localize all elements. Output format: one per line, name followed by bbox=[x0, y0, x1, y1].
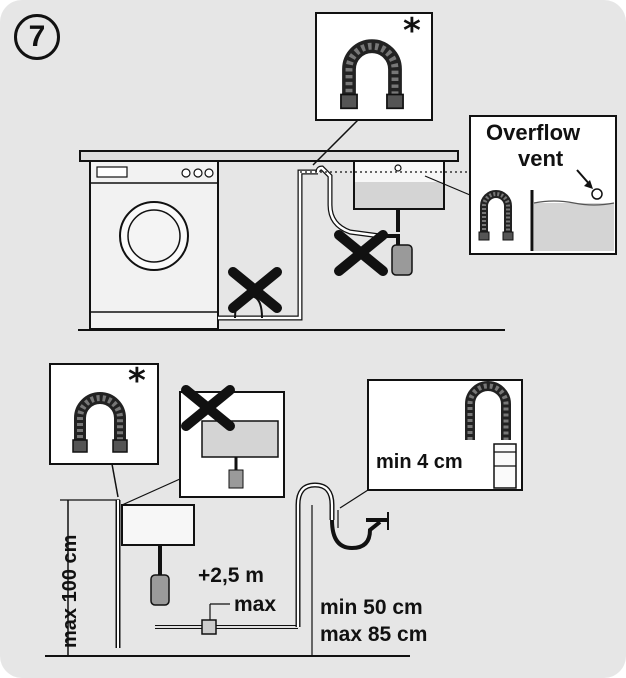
hose-connector bbox=[201, 619, 217, 635]
siphon-icon bbox=[330, 510, 389, 551]
cross-mark-icon bbox=[233, 272, 277, 308]
overflow-label-line2: vent bbox=[518, 146, 564, 171]
max-label: max bbox=[234, 593, 277, 616]
overflow-vent-hole bbox=[591, 188, 603, 200]
hose-bend-guide-icon bbox=[478, 190, 514, 241]
step-number-badge: 7 bbox=[14, 14, 60, 60]
asterisk-mark: * bbox=[403, 11, 421, 51]
sink-icon bbox=[353, 160, 445, 276]
asterisk-mark: * bbox=[128, 361, 146, 401]
min-50-cm-label: min 50 cm bbox=[320, 596, 423, 619]
plus-2-5-m-label: +2,5 m bbox=[198, 564, 264, 587]
cross-mark-icon bbox=[339, 235, 383, 271]
min-4-cm-label: min 4 cm bbox=[376, 451, 463, 473]
countertop bbox=[79, 150, 459, 162]
sink-icon bbox=[121, 504, 195, 606]
max-85-cm-label: max 85 cm bbox=[320, 623, 428, 646]
overflow-label-line1: Overflow bbox=[486, 120, 581, 145]
hose-guide-box-top bbox=[315, 12, 433, 121]
hose-guide-box-bottom bbox=[49, 363, 159, 465]
washing-machine-icon bbox=[89, 160, 219, 330]
max-100-cm-label: max 100 cm bbox=[59, 534, 81, 648]
arrow-icon bbox=[576, 169, 593, 189]
hose-bend-guide-icon bbox=[465, 381, 511, 440]
